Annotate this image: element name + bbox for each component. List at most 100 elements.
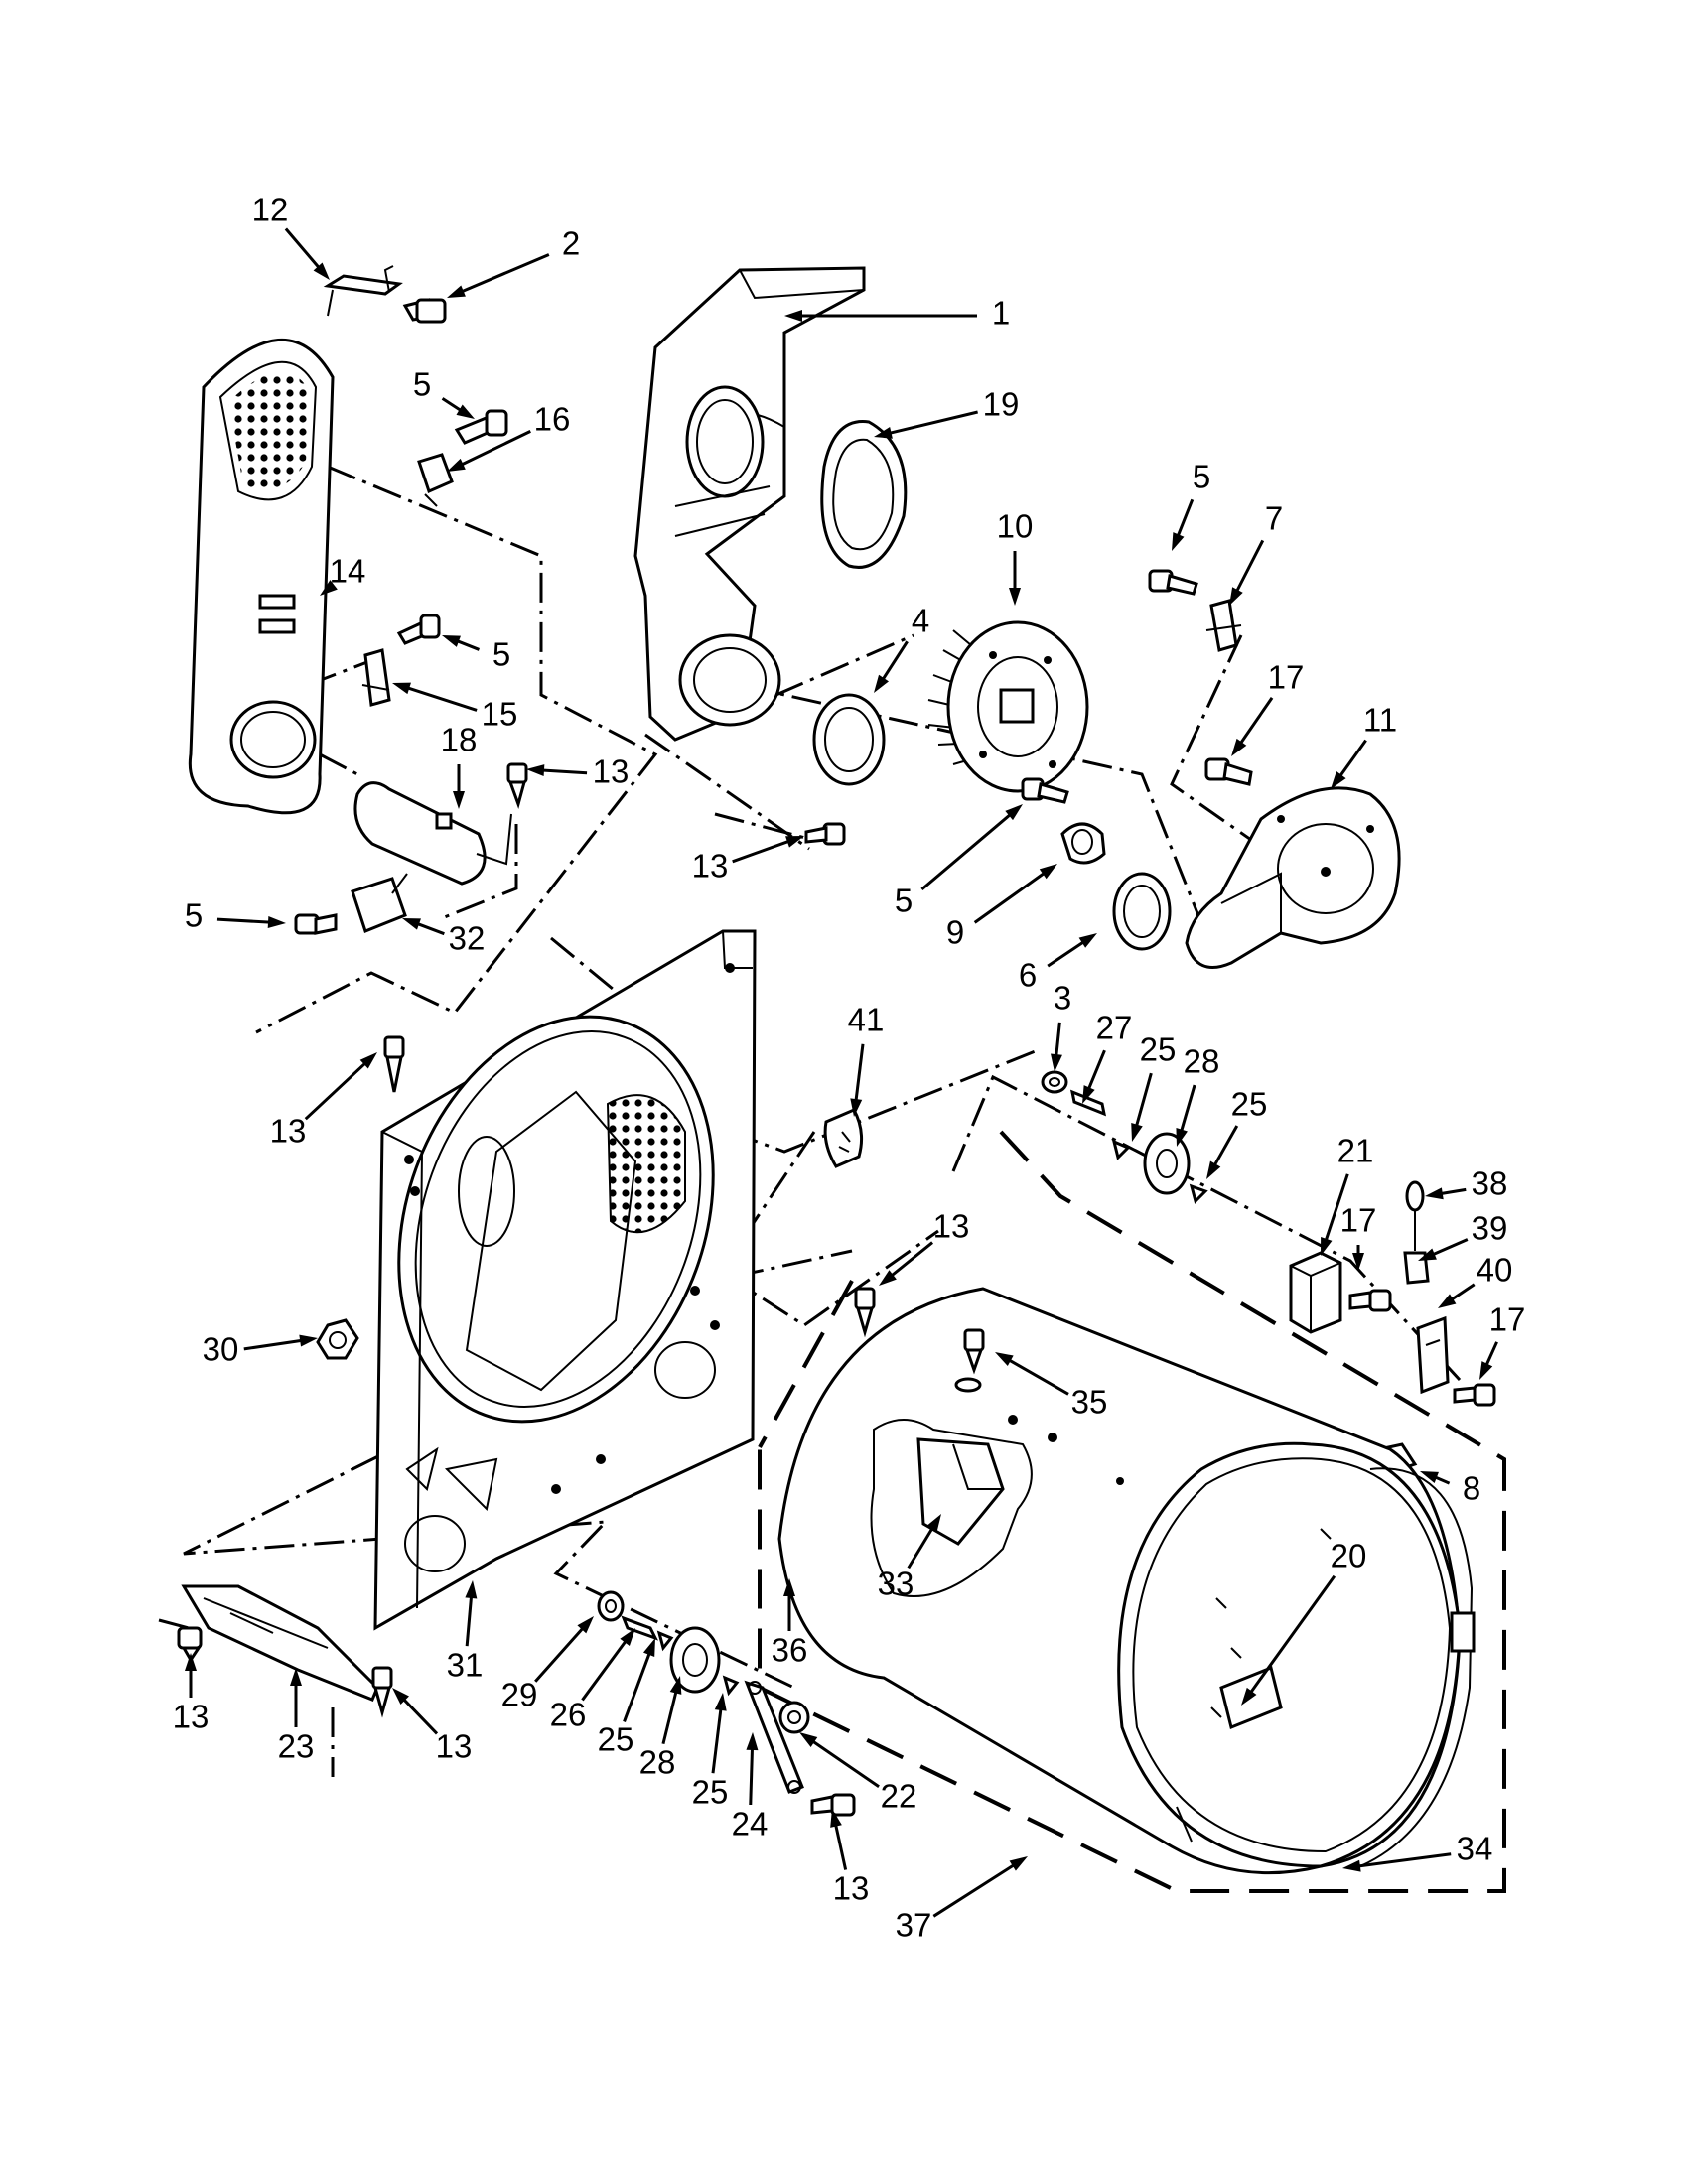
leader-line (459, 430, 531, 468)
leader-line (907, 1525, 935, 1570)
callout-c32: 32 (402, 918, 485, 957)
part-1-blower-duct (633, 266, 866, 742)
arrowhead-icon (290, 1668, 302, 1686)
part-17-screw-a (1204, 757, 1253, 786)
arrowhead-icon (1051, 1053, 1062, 1072)
callout-c5c: 5 (185, 897, 286, 934)
callout-c19: 19 (874, 386, 1019, 439)
part-28-roller-b (669, 1626, 721, 1694)
arrowhead-icon (313, 262, 330, 280)
leader-line (889, 1241, 934, 1279)
leader-line (465, 1593, 474, 1647)
part-19-gasket (820, 420, 908, 569)
arrowhead-icon (879, 1270, 897, 1286)
leader-line (539, 768, 588, 775)
arrowhead-icon (785, 836, 804, 848)
callout-c1: 1 (784, 295, 1010, 332)
callout-c30: 30 (203, 1331, 318, 1368)
leader-line (1234, 539, 1265, 595)
arrowhead-icon (1479, 1361, 1493, 1380)
callout-number: 17 (1268, 659, 1305, 696)
callout-number: 5 (1193, 459, 1210, 495)
arrowhead-icon (1172, 532, 1185, 551)
arrowhead-icon (1331, 770, 1346, 789)
leader-line (1438, 1187, 1467, 1196)
arrowhead-icon (299, 1334, 318, 1347)
callout-number: 25 (1140, 1031, 1177, 1068)
callout-c25d: 25 (692, 1693, 729, 1811)
callout-number: 19 (983, 386, 1020, 423)
arrowhead-icon (320, 580, 338, 596)
part-9-motor-bracket (1060, 822, 1106, 865)
callout-number: 13 (593, 753, 630, 790)
arrowhead-icon (1342, 1859, 1361, 1872)
leader-line (1483, 1341, 1498, 1369)
arrowhead-icon (447, 285, 466, 298)
leader-line (1337, 739, 1367, 779)
callout-c17c: 17 (1479, 1301, 1525, 1380)
callout-c13g: 13 (830, 1809, 869, 1907)
callout-number: 13 (436, 1728, 473, 1765)
callout-c5e: 5 (895, 804, 1023, 919)
callout-c4: 4 (874, 603, 929, 693)
part-5-screw-e (1021, 777, 1069, 804)
leader-line (1248, 1574, 1336, 1696)
arrowhead-icon (402, 918, 421, 930)
leader-line (880, 640, 909, 683)
callout-number: 3 (1054, 980, 1071, 1017)
leader-line (1237, 697, 1274, 747)
leader-line (711, 1706, 723, 1774)
callout-c28a: 28 (1176, 1043, 1219, 1147)
arrowhead-icon (995, 1352, 1014, 1367)
part-24-roller-bracket (744, 1680, 804, 1794)
callout-number: 6 (1019, 957, 1037, 994)
leader-line (1179, 1084, 1196, 1135)
arrowhead-icon (1321, 1237, 1333, 1256)
part-2-screw (402, 298, 447, 324)
callout-number: 22 (881, 1778, 917, 1815)
callout-c39: 39 (1418, 1210, 1507, 1261)
arrowhead-icon (577, 1616, 594, 1634)
arrowhead-icon (830, 1809, 842, 1828)
arrowhead-icon (442, 635, 461, 647)
part-30-nut (316, 1318, 359, 1360)
callout-c28b: 28 (639, 1676, 682, 1781)
callout-c6: 6 (1019, 933, 1097, 994)
leader-line (1324, 1173, 1349, 1244)
arrowhead-icon (526, 764, 545, 777)
leader-line (534, 1625, 586, 1683)
callout-number: 28 (639, 1744, 676, 1781)
callout-c41: 41 (848, 1002, 884, 1117)
callout-c12a: 12 (252, 192, 330, 280)
part-25-clip-c (656, 1630, 674, 1652)
callout-number: 35 (1071, 1384, 1108, 1421)
leader-line (1211, 1125, 1239, 1168)
callout-number: 25 (692, 1774, 729, 1811)
arrowhead-icon (1438, 1294, 1457, 1308)
callout-number: 38 (1472, 1165, 1508, 1202)
callout-number: 33 (878, 1566, 914, 1602)
part-16-clip (417, 453, 454, 507)
leader-line (732, 839, 792, 864)
callout-number: 27 (1096, 1010, 1133, 1046)
part-12-bracket (323, 265, 403, 317)
callout-c17b: 17 (1340, 1202, 1376, 1271)
callout-c17a: 17 (1231, 659, 1304, 756)
part-5-screw-d (1148, 569, 1198, 596)
callout-number: 10 (997, 508, 1034, 545)
callout-number: 5 (185, 897, 203, 934)
callout-labels: 1221195161451518135321357104171159641327… (173, 192, 1526, 1944)
arrowhead-icon (447, 458, 466, 472)
callout-c9: 9 (946, 864, 1057, 951)
callout-number: 13 (173, 1699, 210, 1735)
part-25-clip-a (1111, 1139, 1131, 1160)
callout-number: 4 (912, 603, 929, 639)
callout-number: 5 (492, 636, 510, 673)
callout-number: 29 (501, 1677, 538, 1713)
callout-number: 8 (1463, 1470, 1480, 1507)
part-13-screw-c (383, 1035, 405, 1093)
arrowhead-icon (850, 1098, 863, 1117)
arrowhead-icon (669, 1676, 682, 1695)
callout-number: 13 (692, 848, 729, 885)
